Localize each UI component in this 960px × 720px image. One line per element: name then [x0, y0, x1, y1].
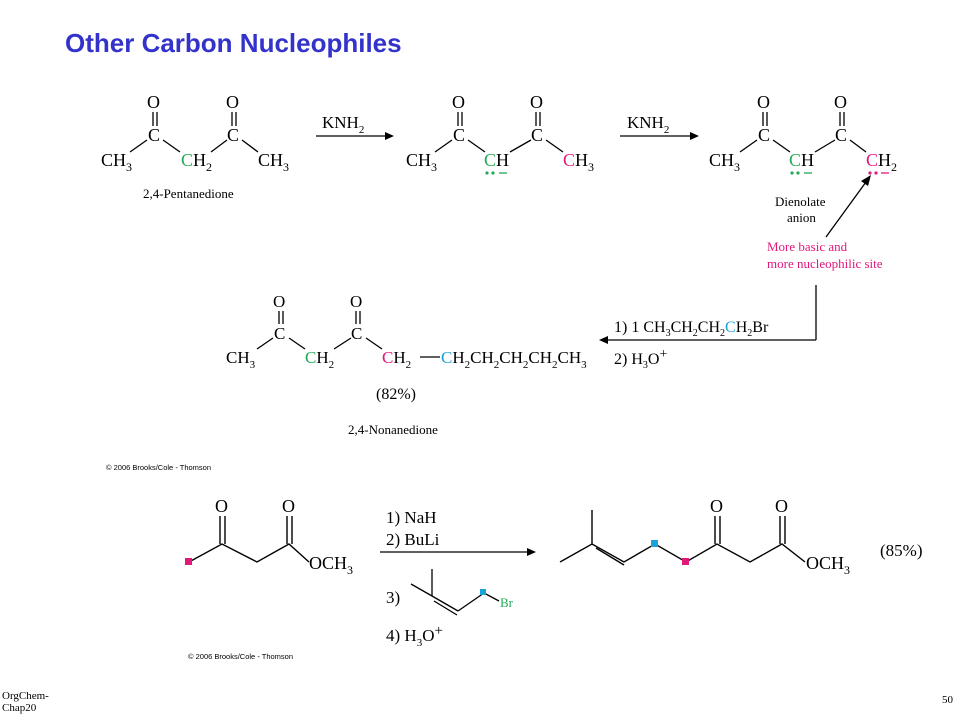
reaction-arrow-2: KNH2 [620, 113, 699, 140]
slide-title: Other Carbon Nucleophiles [65, 28, 402, 58]
group-ch2-magenta: CH2 [382, 348, 411, 371]
molecule-nonanedione: O C O C CH3 CH2 CH2 CH2CH2CH2CH2CH3 (82%… [226, 292, 587, 437]
atom-o: O [757, 92, 770, 112]
group-ch2-green: CH2 [305, 348, 334, 371]
group-ch2-magenta: CH2 [866, 150, 897, 174]
footer-course-line2: Chap20 [2, 702, 37, 714]
atom-o: O [226, 92, 239, 112]
molecule-dienolate: O C O C CH3 CH CH2 Dienolate anion [709, 92, 897, 225]
group-ch3: CH3 [226, 348, 256, 371]
group-ch-green: CH [789, 150, 814, 170]
group-och3: OCH3 [806, 553, 850, 577]
molecule-pentanedione: O C O C CH3 CH2 CH3 2,4-Pentanedione [101, 92, 289, 201]
group-ch2-green: CH2 [181, 150, 212, 174]
group-ch-green: CH [484, 150, 509, 170]
marker-magenta [185, 558, 192, 565]
atom-o: O [282, 496, 295, 516]
group-ch3: CH3 [101, 150, 132, 174]
note-nucleophilic-site: more nucleophilic site [767, 256, 883, 271]
atom-o: O [452, 92, 465, 112]
yield-82: (82%) [376, 386, 416, 403]
label-anion: anion [787, 210, 816, 225]
atom-o: O [273, 292, 285, 311]
atom-c: C [274, 324, 285, 343]
atom-o: O [834, 92, 847, 112]
step-1-alkylation: 1) 1 CH3CH2CH2CH2Br [614, 319, 769, 339]
yield-85: (85%) [880, 541, 922, 560]
molecule-enolate: O C O C CH3 CH CH3 [406, 92, 594, 175]
atom-c: C [531, 125, 543, 145]
step-3-label: 3) [386, 588, 400, 607]
copyright-1: © 2006 Brooks/Cole - Thomson [106, 463, 211, 472]
step-2-buli: 2) BuLi [386, 530, 440, 549]
marker-cyan [480, 589, 486, 595]
reaction-arrow-1: KNH2 [316, 113, 394, 140]
atom-c: C [148, 125, 160, 145]
atom-c: C [453, 125, 465, 145]
atom-c: C [351, 324, 362, 343]
atom-o: O [775, 496, 788, 516]
marker-magenta [682, 558, 689, 565]
atom-br: Br [500, 595, 514, 610]
atom-o: O [350, 292, 362, 311]
group-ch3: CH3 [406, 150, 437, 174]
reaction-arrow-3: 1) 1 CH3CH2CH2CH2Br 2) H3O+ [599, 285, 817, 371]
reagent-knh2: KNH2 [322, 113, 364, 136]
marker-cyan [651, 540, 658, 547]
step-1-nah: 1) NaH [386, 508, 437, 527]
note-more-basic: More basic and [767, 239, 848, 254]
atom-c: C [835, 125, 847, 145]
reagent-knh2: KNH2 [627, 113, 669, 136]
atom-o: O [530, 92, 543, 112]
atom-o: O [215, 496, 228, 516]
footer-course: OrgChem- Chap20 [2, 690, 49, 714]
step-4-workup: 4) H3O+ [386, 623, 443, 649]
label-dienolate: Dienolate [775, 194, 826, 209]
molecule-methyl-acetoacetate: O O OCH3 [185, 496, 353, 577]
reaction-arrow-4: 1) NaH 2) BuLi 3) Br 4) H3O+ [380, 508, 536, 649]
pointer-arrow [825, 175, 871, 238]
atom-o: O [147, 92, 160, 112]
footer-course-line1: OrgChem- [2, 690, 49, 702]
page-number: 50 [942, 694, 953, 706]
name-nonanedione: 2,4-Nonanedione [348, 422, 438, 437]
group-och3: OCH3 [309, 553, 353, 577]
molecule-product: O O OCH3 (85%) [559, 496, 922, 577]
step-2-workup: 2) H3O+ [614, 347, 667, 371]
atom-c: C [227, 125, 239, 145]
name-pentanedione: 2,4-Pentanedione [143, 186, 234, 201]
group-ch3-magenta: CH3 [563, 150, 594, 174]
group-ch3: CH3 [709, 150, 740, 174]
group-ch3: CH3 [258, 150, 289, 174]
copyright-2: © 2006 Brooks/Cole - Thomson [188, 652, 293, 661]
atom-c: C [758, 125, 770, 145]
group-butyl-chain: CH2CH2CH2CH2CH3 [441, 348, 587, 371]
atom-o: O [710, 496, 723, 516]
